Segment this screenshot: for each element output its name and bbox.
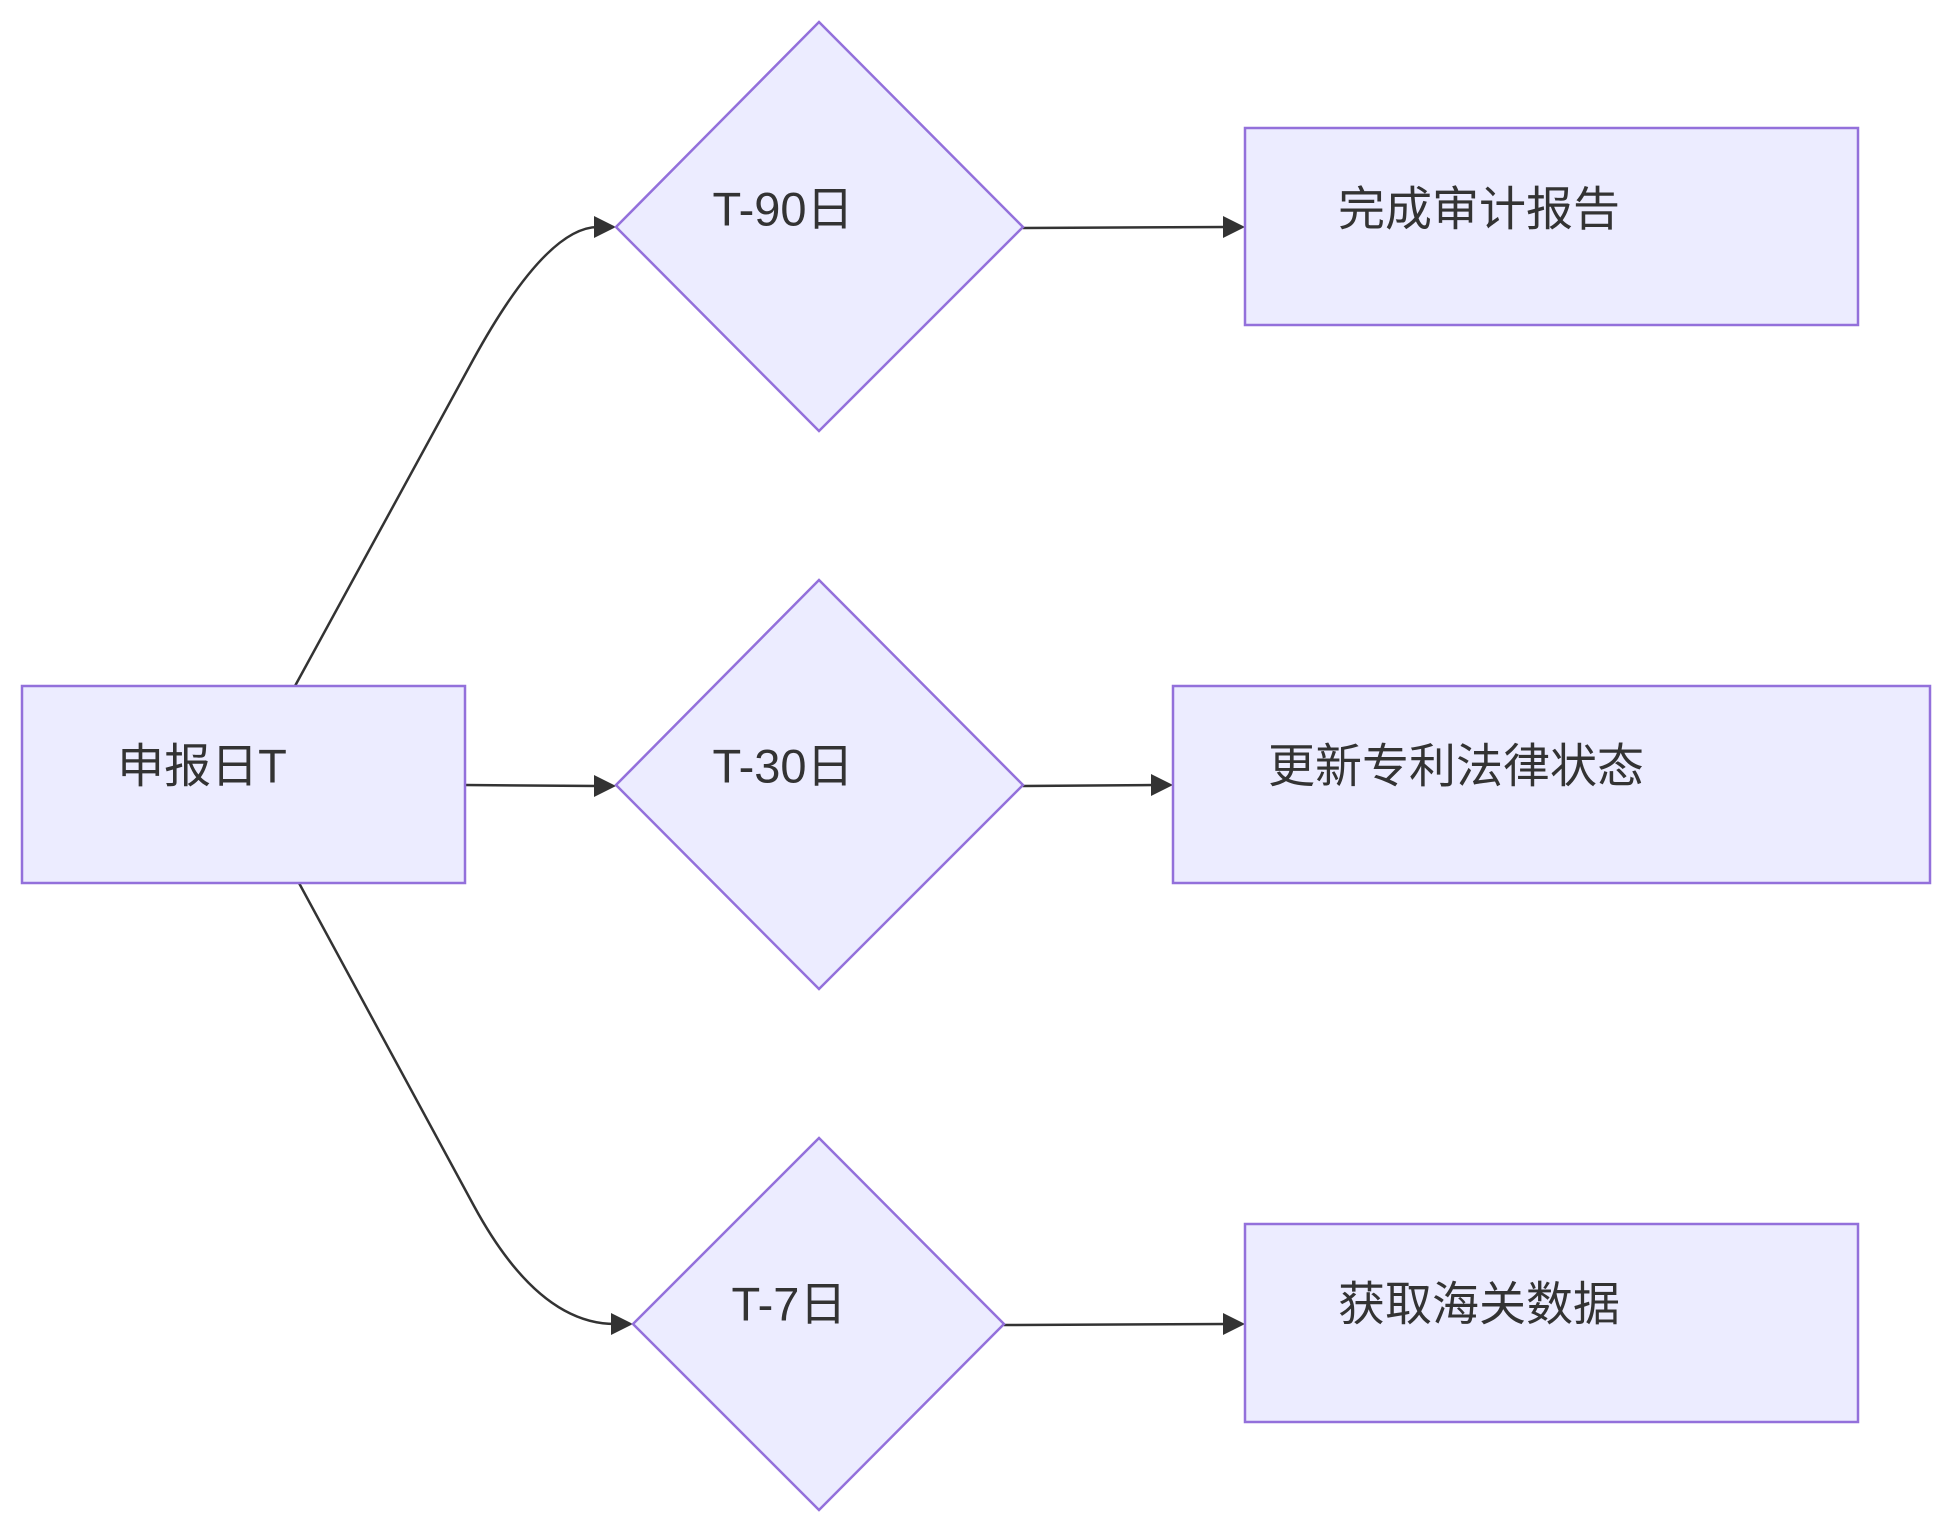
edge-line xyxy=(1021,783,1157,788)
node-patent-status: 更新专利法律状态 xyxy=(1171,684,1932,885)
node-t30-decision: T-30日 xyxy=(614,578,1025,991)
arrowhead xyxy=(1223,1313,1245,1335)
edge-line xyxy=(1002,1322,1229,1327)
edge-line xyxy=(463,783,600,788)
node-box xyxy=(20,684,467,885)
node-label: T-90日 xyxy=(712,183,853,236)
node-diamond xyxy=(631,1136,1006,1512)
edge-start-to-t30 xyxy=(463,775,616,797)
edge-line xyxy=(293,225,600,688)
node-box xyxy=(1243,126,1860,327)
edge-t90-to-audit-report xyxy=(1021,216,1245,238)
node-box xyxy=(1243,1222,1860,1424)
edge-t7-to-customs-data xyxy=(1002,1313,1245,1335)
node-customs-data: 获取海关数据 xyxy=(1243,1222,1860,1424)
edge-t30-to-patent-status xyxy=(1021,774,1173,796)
node-box xyxy=(1171,684,1932,885)
node-audit-report: 完成审计报告 xyxy=(1243,126,1860,327)
edge-start-to-t7 xyxy=(297,881,633,1335)
edge-line xyxy=(1021,225,1229,230)
node-filing-date: 申报日T xyxy=(20,684,467,885)
arrowhead xyxy=(594,775,616,797)
node-diamond xyxy=(614,578,1025,991)
arrowhead xyxy=(1151,774,1173,796)
node-diamond xyxy=(614,20,1025,433)
node-t90-decision: T-90日 xyxy=(614,20,1025,433)
arrowhead xyxy=(611,1313,633,1335)
arrowhead xyxy=(594,216,616,238)
edge-start-to-t90 xyxy=(293,216,616,688)
node-label: 更新专利法律状态 xyxy=(1268,740,1644,793)
node-label: T-30日 xyxy=(712,740,853,793)
edge-line xyxy=(297,881,617,1326)
node-label: T-7日 xyxy=(732,1278,847,1331)
arrowhead xyxy=(1223,216,1245,238)
node-label: 申报日T xyxy=(117,740,287,793)
node-label: 获取海关数据 xyxy=(1338,1278,1620,1331)
node-label: 完成审计报告 xyxy=(1338,183,1620,236)
node-t7-decision: T-7日 xyxy=(631,1136,1006,1512)
